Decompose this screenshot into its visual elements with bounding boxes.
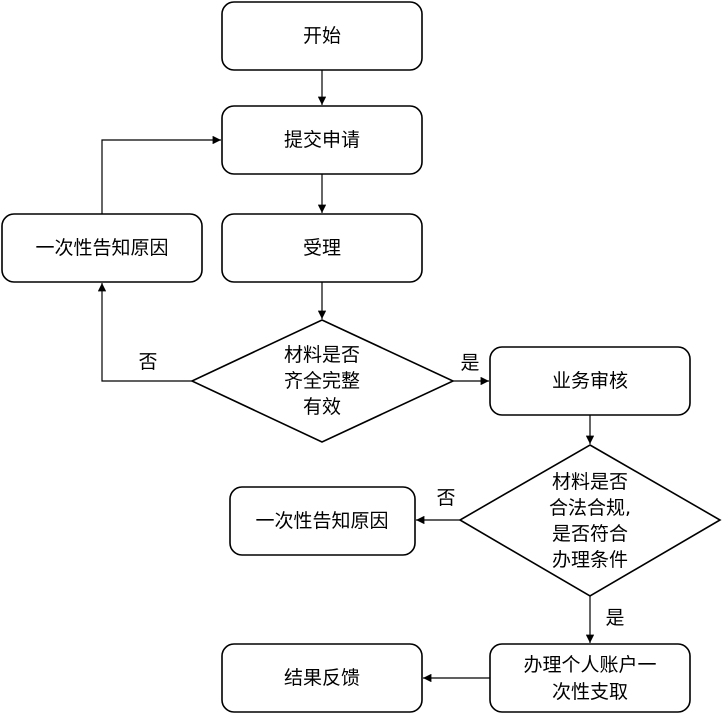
node-start-label: 开始 (303, 25, 341, 47)
edge-check-no-to-notify (97, 283, 192, 382)
edge-label-complete-yes: 是 (460, 352, 479, 374)
node-check-complete: 材料是否 齐全完整 有效 (190, 319, 455, 443)
node-check-complete-line: 材料是否 (284, 344, 360, 366)
node-check-legal-line: 合法合规, (549, 497, 631, 519)
node-accept: 受理 (221, 213, 423, 283)
edge-label-legal-yes: 是 (605, 607, 624, 629)
node-check-legal-line: 办理条件 (552, 549, 628, 571)
edge-label-legal-no: 否 (436, 487, 455, 509)
node-withdraw-line: 办理个人账户一 (523, 654, 656, 676)
node-notify-mid-label: 一次性告知原因 (255, 510, 388, 532)
node-feedback-label: 结果反馈 (284, 667, 360, 689)
node-review: 业务审核 (489, 346, 691, 416)
node-withdraw: 办理个人账户一 次性支取 (489, 643, 691, 713)
node-submit: 提交申请 (221, 105, 423, 175)
node-check-complete-line: 齐全完整 (284, 370, 360, 392)
node-submit-label: 提交申请 (284, 129, 360, 151)
node-check-legal: 材料是否 合法合规, 是否符合 办理条件 (458, 444, 722, 597)
node-notify-left: 一次性告知原因 (1, 213, 203, 283)
node-check-legal-line: 材料是否 (552, 471, 628, 493)
node-notify-mid: 一次性告知原因 (229, 486, 416, 556)
node-withdraw-line: 次性支取 (552, 681, 628, 703)
edge-label-complete-no: 否 (138, 351, 157, 373)
node-notify-left-label: 一次性告知原因 (35, 237, 168, 259)
node-review-label: 业务审核 (552, 370, 628, 392)
node-check-complete-line: 有效 (303, 396, 341, 418)
node-start: 开始 (221, 1, 423, 71)
node-feedback: 结果反馈 (221, 643, 423, 713)
node-check-legal-line: 是否符合 (552, 523, 628, 545)
edge-notify-to-submit (101, 135, 221, 214)
node-accept-label: 受理 (303, 237, 341, 259)
